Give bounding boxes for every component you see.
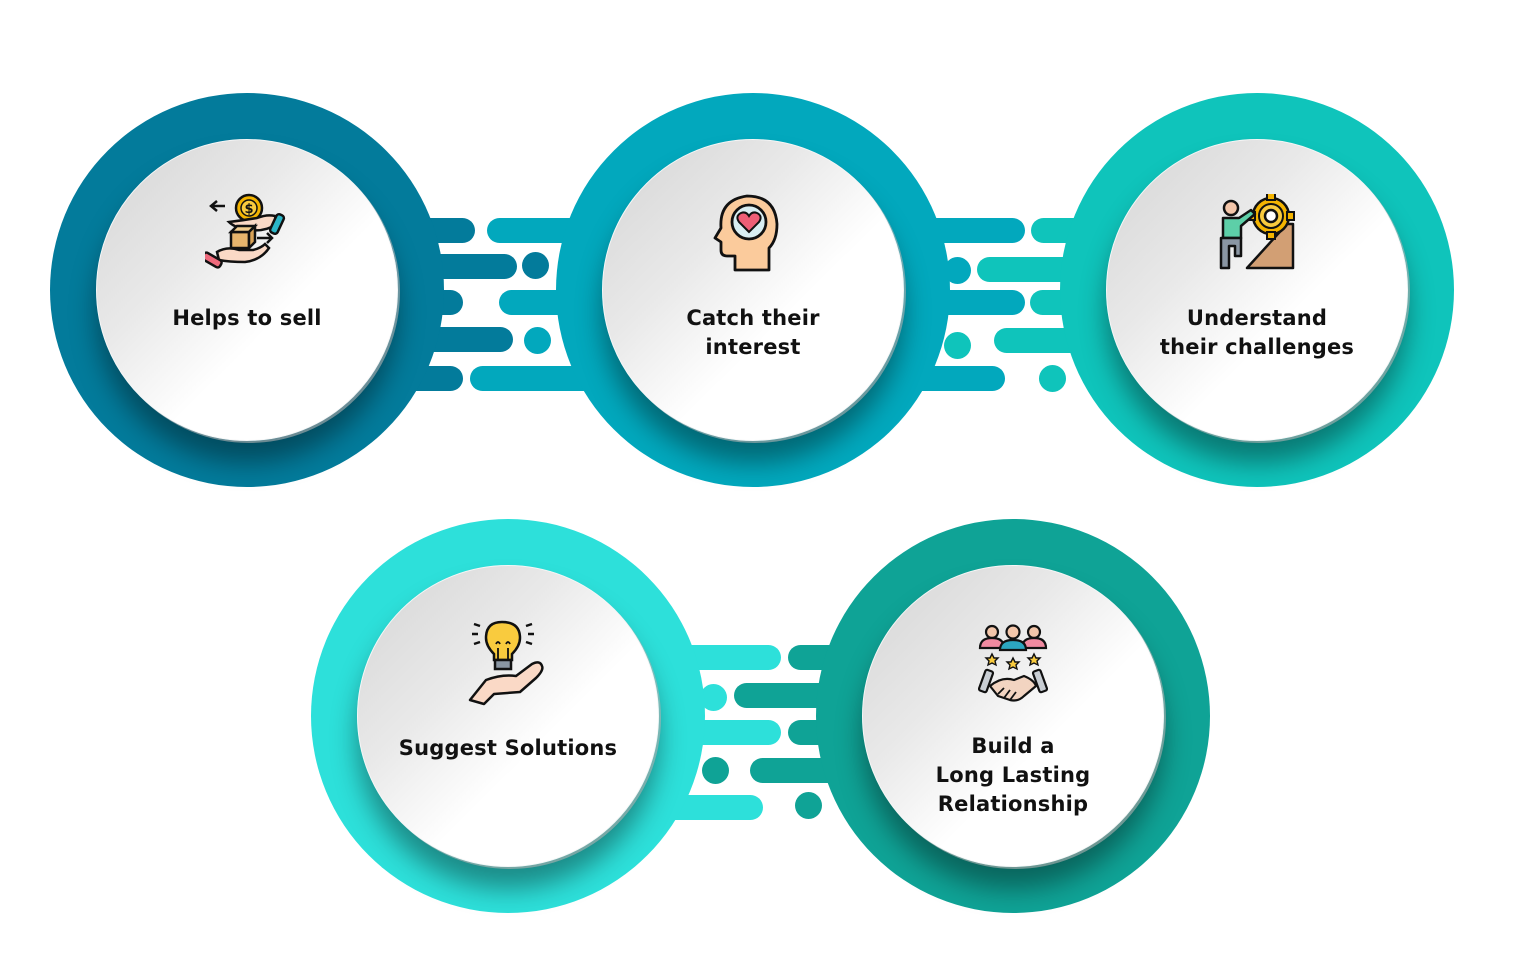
step-2-card: Catch their interest — [602, 139, 904, 441]
step-4-card: Suggest Solutions — [357, 565, 659, 867]
step-1-label: Helps to sell — [172, 306, 322, 330]
step-1-card: $ Helps to sell — [96, 139, 398, 441]
step-3-card: Understand their challenges — [1106, 139, 1408, 441]
connector-dot — [944, 332, 971, 359]
step-2-label: Catch their interest — [686, 306, 820, 359]
lightbulb-hand-icon — [468, 620, 544, 706]
step-5-card: Build a Long Lasting Relationship — [862, 565, 1164, 867]
step-5-label: Build a Long Lasting Relationship — [935, 734, 1091, 816]
connector-dot — [522, 252, 549, 279]
connector-dot — [524, 327, 551, 354]
climber-gear-icon — [1219, 194, 1295, 270]
hands-exchange-money-box-icon: $ — [205, 193, 286, 269]
head-heart-icon — [713, 194, 779, 272]
team-handshake-stars-icon — [978, 624, 1048, 702]
step-4-label: Suggest Solutions — [398, 736, 618, 760]
svg-text:$: $ — [244, 202, 253, 217]
connector-dot — [1039, 365, 1066, 392]
step-3-label: Understand their challenges — [1159, 306, 1355, 359]
connector-dot — [702, 757, 729, 784]
connector-dot — [795, 792, 822, 819]
